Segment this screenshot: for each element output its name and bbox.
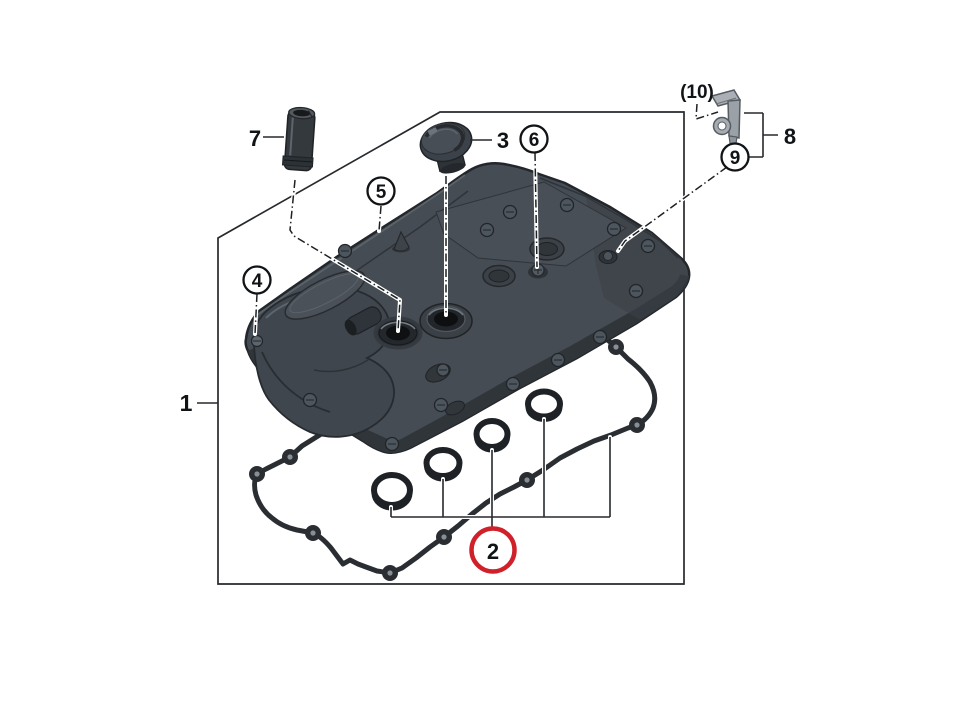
cover-oval-recess (445, 400, 465, 416)
cylinder-head-cover (244, 161, 691, 455)
callout-2-leaders (389, 417, 612, 530)
callout-9-circle (720, 142, 750, 172)
leader-lines (253, 102, 778, 530)
callout-6-circle (519, 124, 549, 154)
callout-8-label[interactable]: 8 (784, 124, 796, 149)
callout-1-label[interactable]: 1 (180, 390, 193, 416)
callout-8[interactable]: 8 (784, 124, 796, 149)
gasket-hole (519, 472, 535, 488)
callout-4-label[interactable]: 4 (252, 271, 263, 292)
callout-8-bracket (744, 112, 778, 158)
gasket-hole (305, 525, 321, 541)
callout-6-dashline (534, 152, 538, 268)
callout-4[interactable]: 4 (242, 265, 272, 295)
box-outline (217, 111, 685, 585)
callout-7[interactable]: 7 (249, 126, 261, 151)
callout-7-dashline (289, 179, 401, 332)
callout-3-label[interactable]: 3 (497, 128, 509, 153)
callout-10[interactable]: (10) (680, 82, 714, 103)
callout-5-circle (366, 176, 396, 206)
callout-5-label[interactable]: 5 (376, 182, 387, 203)
callout-7-label[interactable]: 7 (249, 126, 261, 151)
cover-bolt-4-target (250, 334, 264, 348)
cover-breather-port (344, 306, 382, 336)
cover-bolt-9-target (598, 250, 618, 264)
gasket-loop (252, 321, 658, 576)
seal-ring (525, 388, 563, 422)
seal-ring (473, 418, 511, 453)
seal-ring (423, 447, 463, 482)
cover-crease-right (539, 177, 679, 259)
oil-filler-cap-part (419, 121, 473, 174)
callout-5-dashline (378, 205, 382, 232)
seal-ring (371, 472, 413, 511)
callout-6-label[interactable]: 6 (529, 130, 540, 151)
callout-6[interactable]: 6 (519, 124, 549, 154)
clamp-hook-hole (717, 121, 727, 131)
cover-bolt-6-target (528, 263, 548, 279)
callout-1[interactable]: 1 (180, 390, 193, 416)
callout-10-dashline (695, 103, 719, 120)
cover-cone-bump (392, 230, 410, 253)
clamp-body (727, 99, 741, 139)
seal-rings (371, 388, 563, 511)
highlight-circle (469, 526, 517, 574)
gasket-bolt-holes (249, 339, 645, 581)
gasket-hole (249, 466, 265, 482)
callout-9[interactable]: 9 (720, 142, 750, 172)
cover-recess-port (482, 264, 516, 288)
gasket-hole (282, 449, 298, 465)
callout-9-label[interactable]: 9 (730, 148, 741, 169)
gasket-hole (436, 529, 452, 545)
callout-10-label[interactable]: (10) (680, 82, 714, 103)
reference-box-item1 (197, 111, 685, 585)
cover-top-edge-highlight (256, 174, 466, 316)
callout-2-highlighted[interactable]: 2 (469, 526, 517, 574)
gasket-hole (629, 417, 645, 433)
callouts: 1 2 3 4 5 6 7 8 9 (180, 82, 796, 574)
callout-9-dashline (617, 166, 728, 252)
callout-4-circle (242, 265, 272, 295)
gasket (249, 321, 658, 581)
callout-5[interactable]: 5 (366, 176, 396, 206)
callout-2-label[interactable]: 2 (487, 539, 499, 564)
gasket-hole (382, 565, 398, 581)
spark-plug-tube-port (373, 316, 423, 350)
oil-filler-neck (419, 302, 473, 340)
vent-tube-part (281, 106, 316, 172)
cover-bolts (302, 197, 656, 452)
gasket-hole (608, 339, 624, 355)
callout-4-dashline (254, 293, 258, 335)
callout-3[interactable]: 3 (497, 128, 509, 153)
